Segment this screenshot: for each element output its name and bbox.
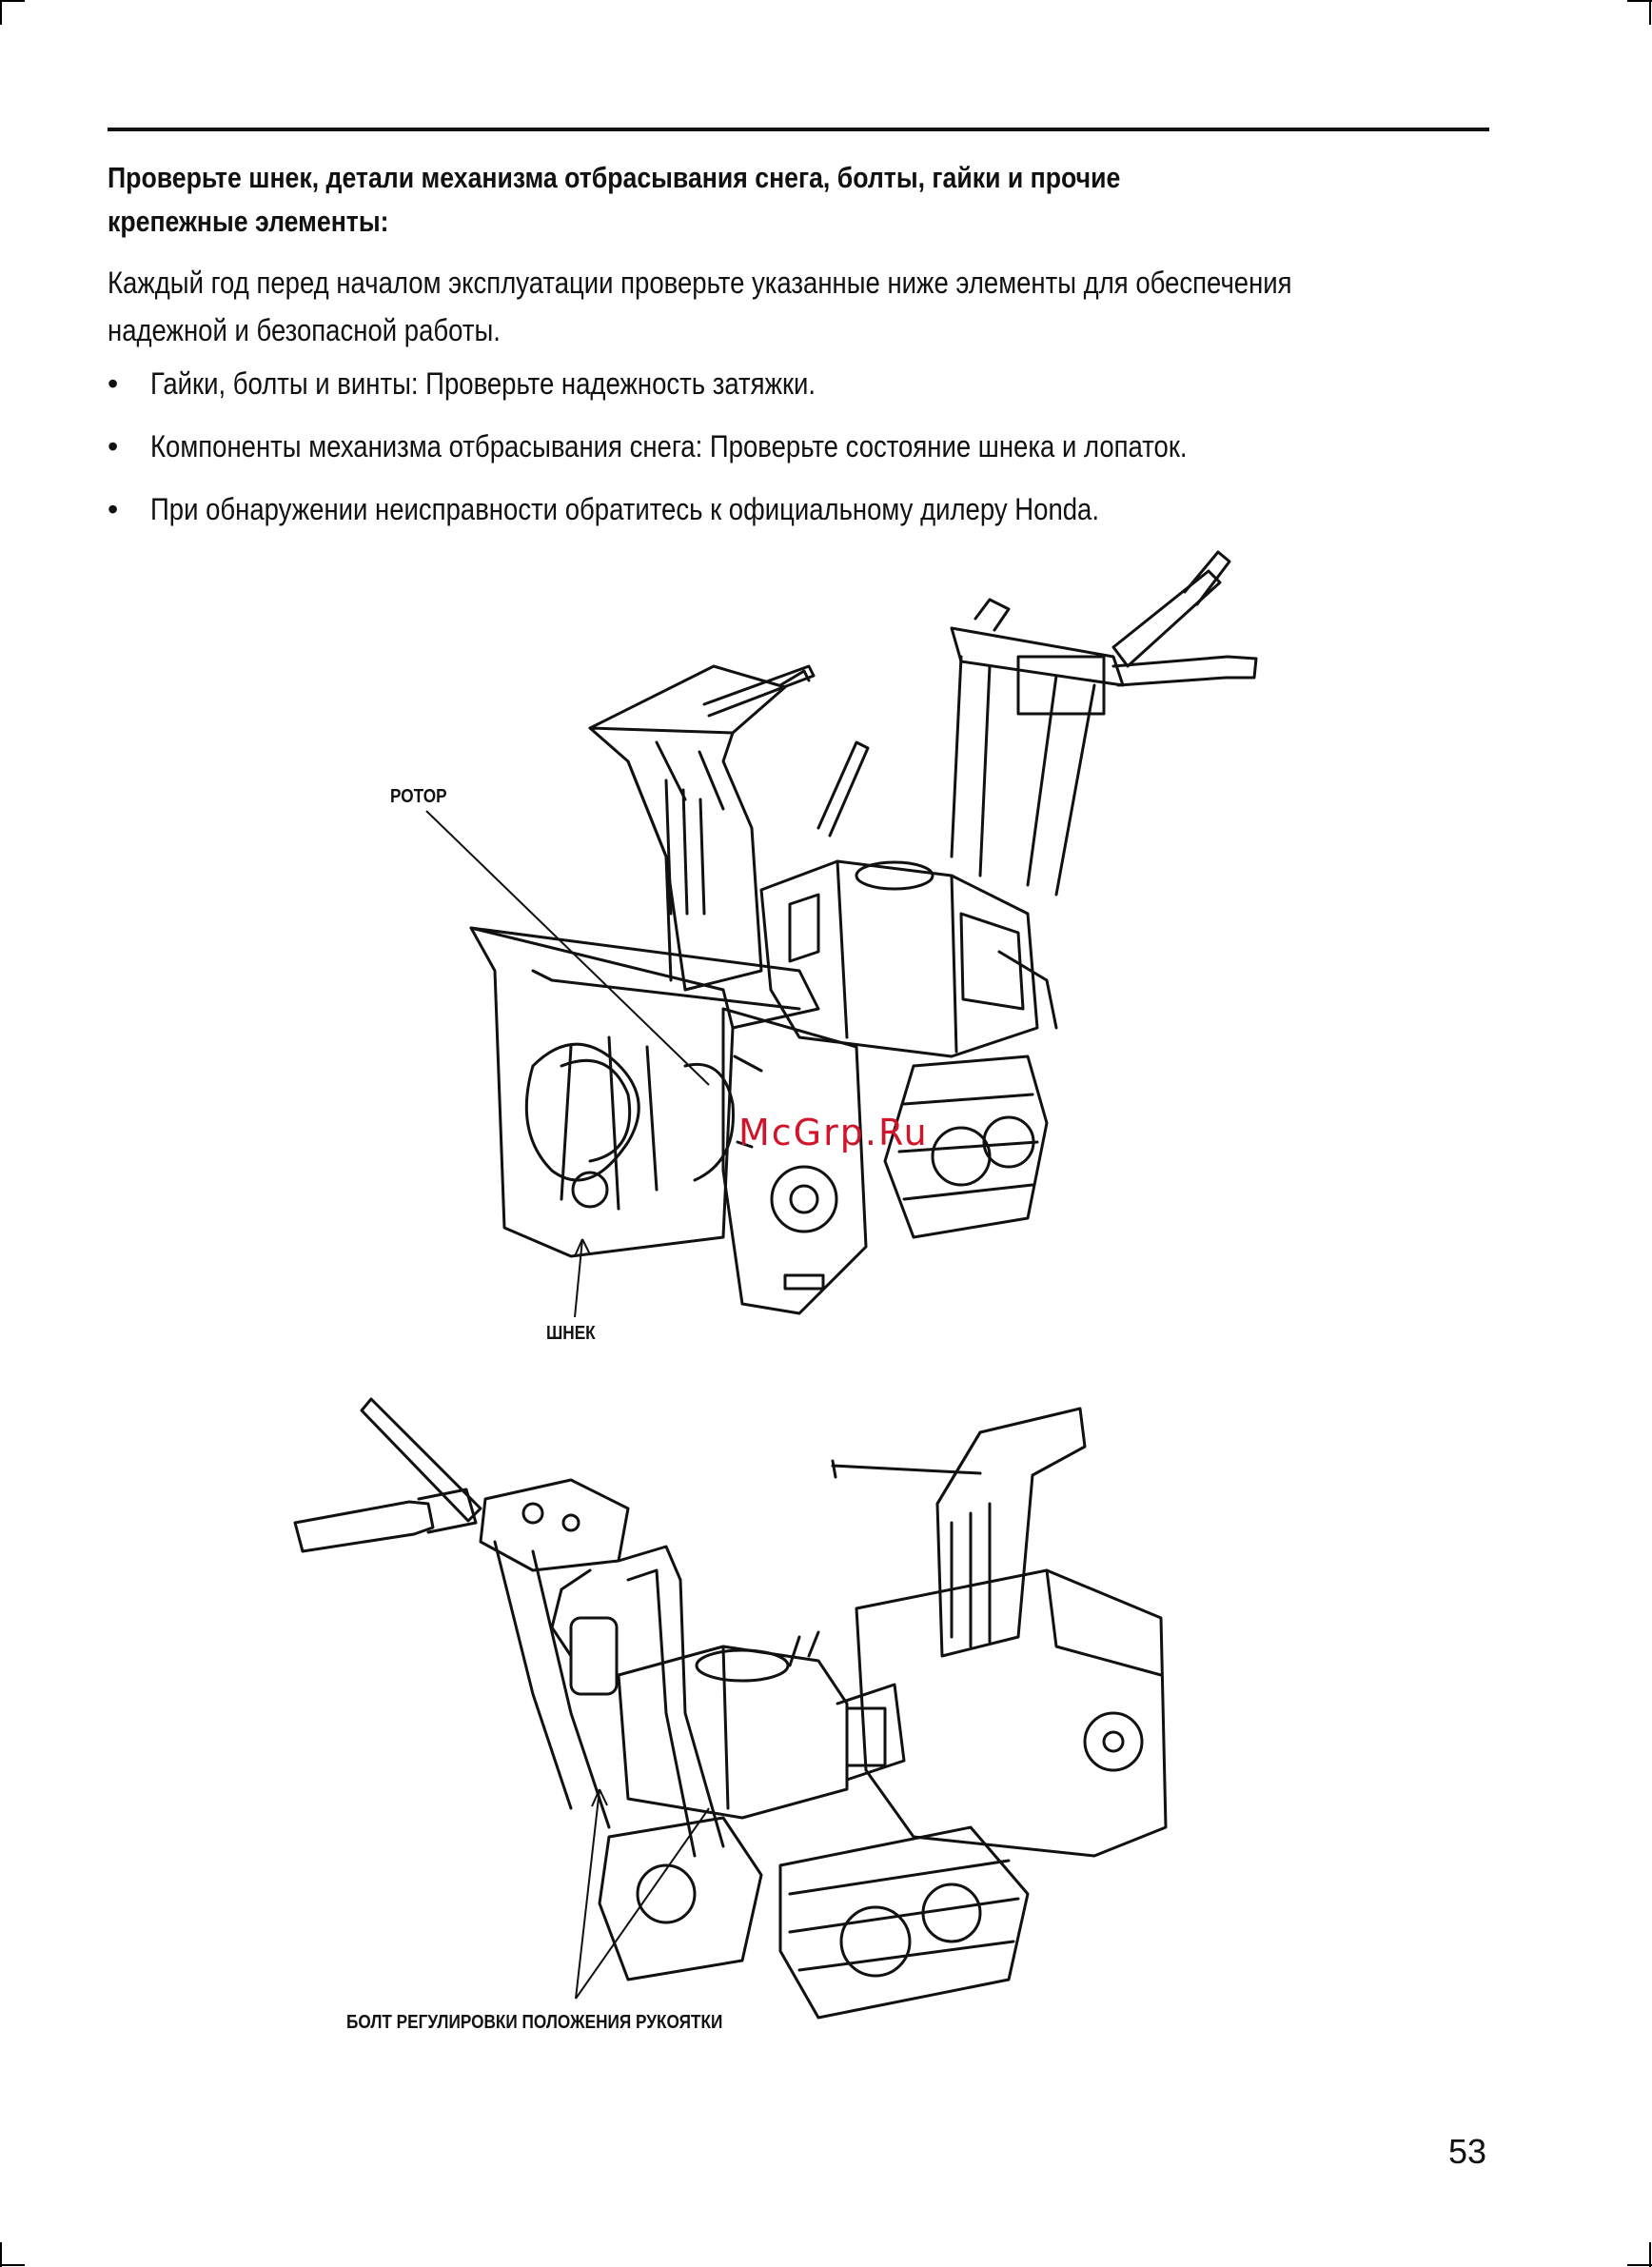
bullet-marker: •: [108, 366, 119, 401]
handle-bolt-leader-line-right: [575, 1807, 710, 2000]
bullet-text: Гайки, болты и винты: Проверьте надежнос…: [150, 366, 816, 401]
heading-line-2: крепежные элементы:: [108, 205, 389, 238]
list-item: • Гайки, болты и винты: Проверьте надежн…: [108, 360, 1649, 423]
snowblower-front-illustration: [425, 550, 1258, 1318]
crop-mark-bottom-left-h: [0, 2264, 25, 2266]
bullet-marker: •: [108, 492, 119, 526]
list-item: • При обнаружении неисправности обратите…: [108, 485, 1649, 548]
watermark-text: McGrp.Ru: [738, 1112, 929, 1153]
intro-line-2: надежной и безопасной работы.: [108, 313, 501, 347]
crop-mark-bottom-right-v: [1649, 2242, 1651, 2267]
rotor-callout-label: РОТОР: [390, 786, 447, 807]
heading-line-1: Проверьте шнек, детали механизма отбрасы…: [108, 161, 1121, 194]
bullet-text: Компоненты механизма отбрасывания снега:…: [150, 429, 1188, 463]
auger-callout-label: ШНЕК: [546, 1323, 596, 1344]
crop-mark-top-left-h: [0, 0, 25, 2]
intro-line-1: Каждый год перед началом эксплуатации пр…: [108, 266, 1292, 300]
section-heading: Проверьте шнек, детали механизма отбрасы…: [108, 156, 1171, 244]
crop-mark-top-left-v: [0, 0, 2, 25]
auger-leader-line: [574, 1238, 583, 1318]
crop-mark-top-right-v: [1649, 0, 1651, 25]
bullet-marker: •: [108, 429, 119, 463]
bullet-text: При обнаружении неисправности обратитесь…: [150, 492, 1100, 526]
crop-mark-bottom-left-v: [0, 2242, 2, 2267]
crop-mark-bottom-right-h: [1627, 2264, 1652, 2266]
handle-bolt-callout-label: БОЛТ РЕГУЛИРОВКИ ПОЛОЖЕНИЯ РУКОЯТКИ: [346, 2012, 723, 2033]
list-item: • Компоненты механизма отбрасывания снег…: [108, 423, 1649, 485]
top-rule: [108, 128, 1489, 131]
rotor-leader-line: [425, 810, 710, 1086]
crop-mark-top-right-h: [1627, 0, 1652, 2]
check-list: • Гайки, болты и винты: Проверьте надежн…: [108, 360, 1649, 548]
intro-paragraph: Каждый год перед началом эксплуатации пр…: [108, 259, 1433, 354]
handle-bolt-leader-line-left: [575, 1788, 600, 2000]
snowblower-rear-illustration: [293, 1397, 1168, 2020]
page-number: 53: [1448, 2132, 1487, 2171]
